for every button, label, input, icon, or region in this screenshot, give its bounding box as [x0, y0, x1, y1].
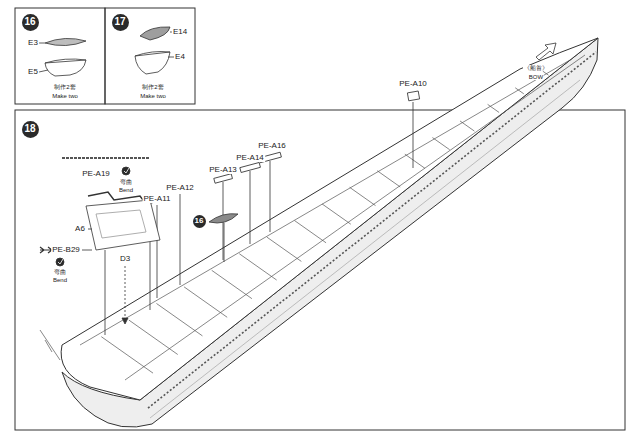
part-label: E3: [27, 39, 39, 47]
leader-line: [39, 70, 48, 72]
leader-line: [150, 242, 151, 310]
part-label: BOW: [528, 74, 544, 80]
part-label: A6: [74, 225, 86, 233]
leader-line: [125, 266, 126, 318]
deck-frame: [294, 221, 326, 243]
part-label: PE-A11: [143, 195, 172, 203]
deck-frame: [267, 237, 301, 261]
bend-symbol: [58, 259, 63, 264]
part-label: PE-A12: [165, 184, 195, 192]
part-label: E4: [174, 53, 186, 61]
boat-part: [140, 27, 170, 40]
part-label: 制作2套: [141, 84, 164, 90]
deck-part: [96, 210, 146, 238]
part-label: 弯曲: [53, 269, 67, 275]
deck-frame: [101, 337, 153, 373]
bend-symbol: [122, 167, 130, 175]
boat-part: [209, 214, 238, 223]
part-label: 制作2套: [53, 84, 76, 90]
step-number: 16: [195, 217, 204, 225]
boat-part: [45, 38, 86, 45]
pin-part: [122, 318, 128, 324]
step-number-circle: 18: [22, 121, 39, 138]
part-label: 弯曲: [119, 179, 133, 185]
pe-part: [407, 91, 419, 101]
stern-detail: [40, 330, 60, 360]
porthole-row: [148, 52, 596, 408]
step-number-circle: 16: [193, 215, 206, 228]
leader-line: [168, 57, 174, 58]
part-label: PE-B29: [51, 246, 81, 254]
boat-line: [45, 59, 86, 63]
boat-line: [135, 52, 170, 57]
step-panel: [105, 8, 195, 104]
leader-line: [250, 171, 251, 244]
pe-part: [40, 247, 52, 253]
part-label: E14: [172, 28, 188, 36]
step-number: 17: [114, 17, 125, 27]
leader-line: [39, 43, 45, 44]
part-label: PE-A13: [208, 166, 238, 174]
ship-deck: [61, 38, 598, 400]
step-number: 18: [24, 124, 35, 134]
deck-frame: [377, 171, 400, 187]
part-label: E5: [27, 68, 39, 76]
boat-hull: [135, 52, 170, 74]
deck-frame: [322, 204, 351, 224]
hull-line: [150, 80, 580, 418]
ship-hull: [62, 38, 598, 427]
leader-line: [180, 194, 181, 285]
leader-line: [413, 102, 414, 168]
leader-line: [270, 161, 271, 232]
step-panel: [15, 8, 105, 104]
pe-part: [240, 162, 261, 172]
bend-symbol: [56, 258, 64, 266]
deck-line: [125, 55, 585, 380]
part-label: D3: [119, 255, 131, 263]
deck-frame: [156, 303, 202, 335]
step-number: 16: [24, 17, 35, 27]
deck-frame: [350, 187, 376, 205]
bend-symbol: [124, 168, 129, 173]
leader-line: [157, 205, 158, 298]
part-label: Make two: [139, 93, 167, 99]
step-number-circle: 17: [112, 14, 129, 31]
leader-line: [82, 250, 92, 251]
deck-frame: [488, 104, 499, 112]
deck-frame: [129, 320, 178, 354]
pe-bar: [62, 157, 150, 159]
leader-line: [88, 229, 92, 230]
deck-frame: [239, 254, 276, 280]
part-label: 《船首》: [523, 65, 549, 71]
leader-line: [105, 250, 106, 335]
part-label: PE-A16: [257, 142, 287, 150]
deck-part: [86, 200, 160, 250]
part-label: Bend: [118, 187, 134, 193]
part-label: PE-A14: [235, 154, 265, 162]
deck-line: [80, 60, 570, 345]
leader-line: [224, 223, 225, 262]
part-label: PE-A10: [398, 80, 428, 88]
boat-hull: [45, 60, 86, 76]
part-label: PE-A19: [81, 170, 111, 178]
deck-frame: [432, 138, 449, 150]
deck-frame: [405, 154, 425, 168]
pe-part: [214, 174, 233, 183]
part-label: Bend: [52, 277, 68, 283]
part-label: Make two: [51, 93, 79, 99]
step-number-circle: 16: [22, 14, 39, 31]
